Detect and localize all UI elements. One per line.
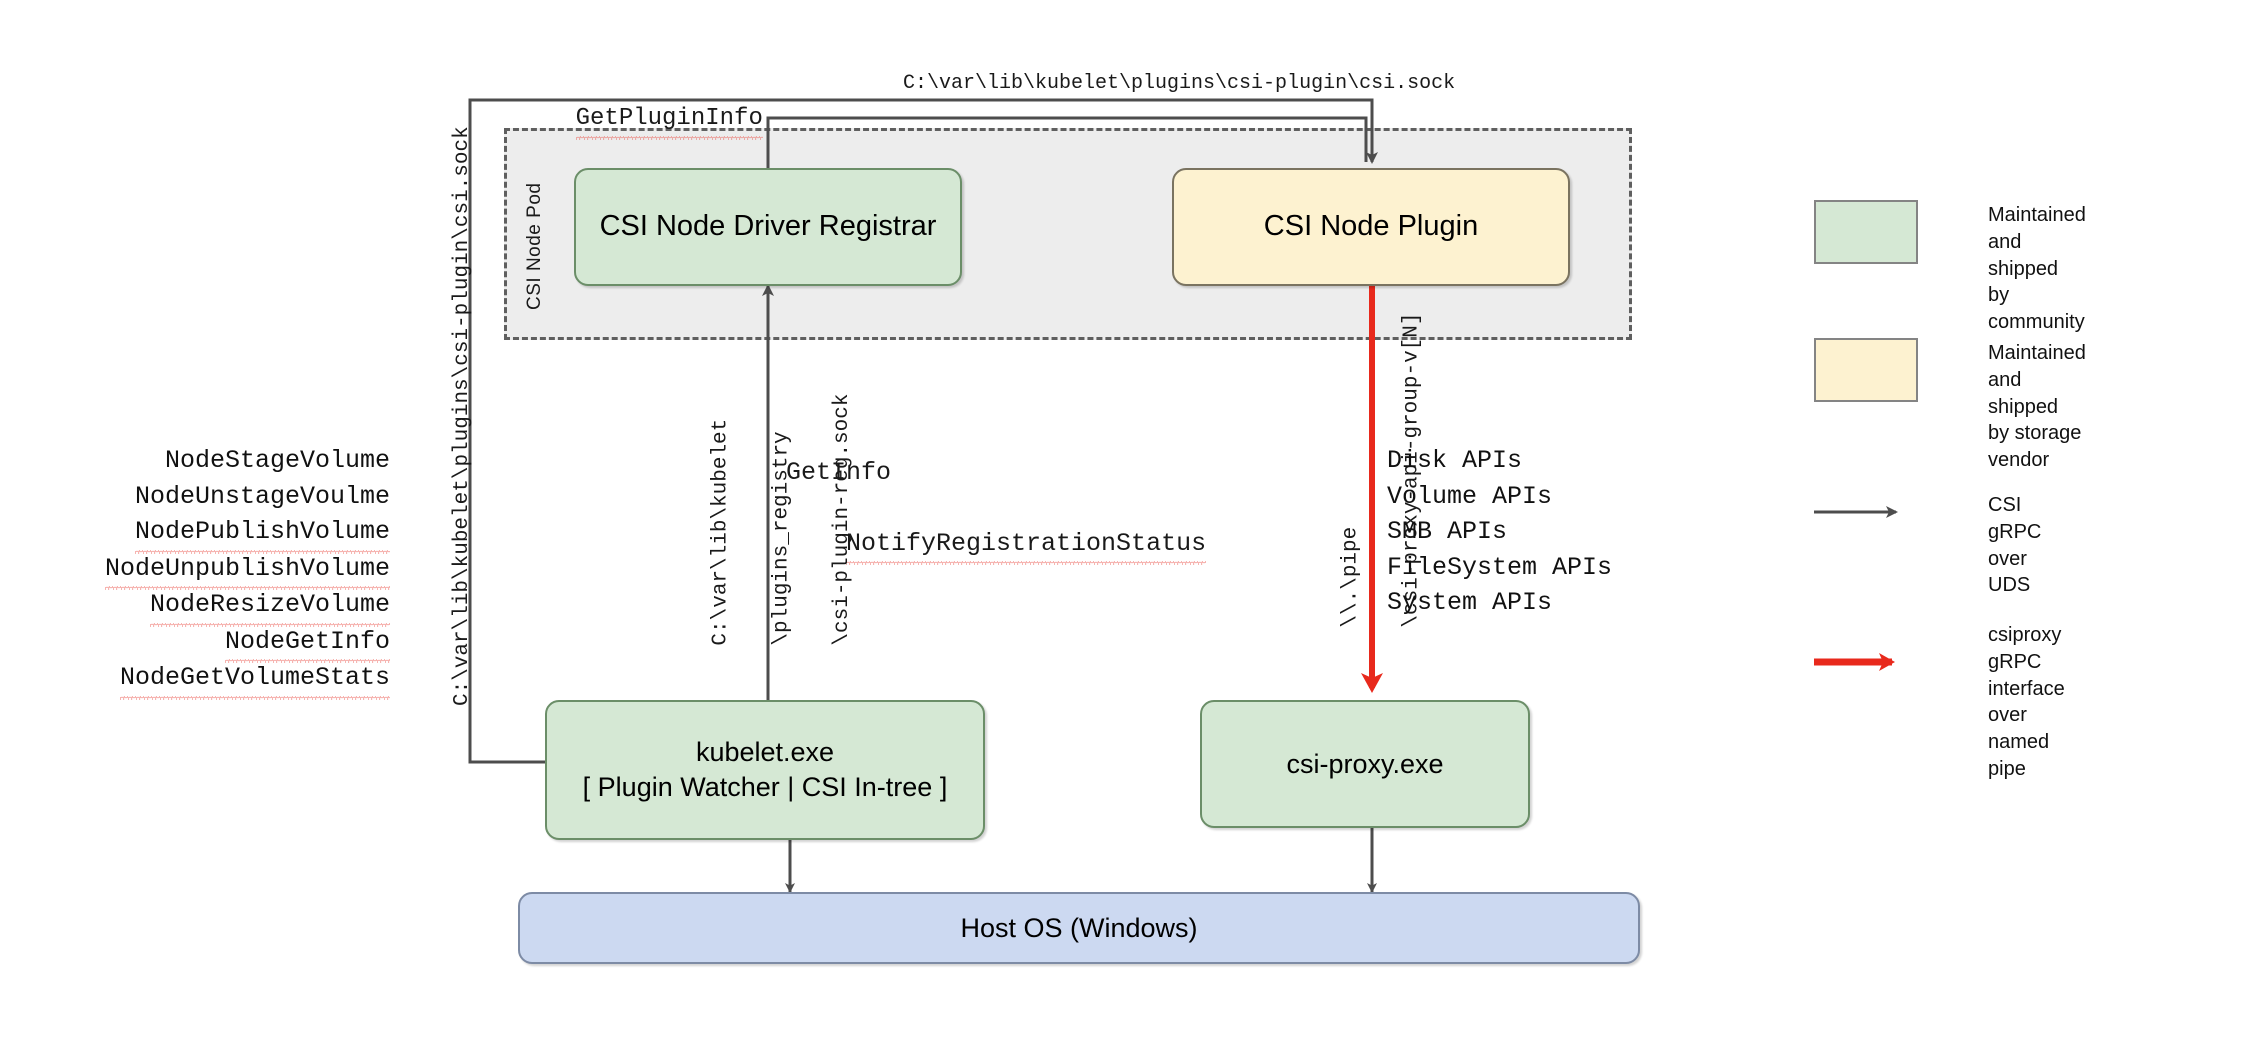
legend-arrow-gray-icon (1814, 490, 1918, 510)
legend-label-community: Maintained and shipped by community (1988, 204, 2086, 334)
csi-node-pod-label: CSI Node Pod (524, 182, 545, 310)
legend-item-community: Maintained and shipped by community (1814, 200, 2086, 336)
node-kubelet-exe[interactable]: kubelet.exe [ Plugin Watcher | CSI In-tr… (545, 700, 985, 840)
node-api-item: NodeUnstageVoulme (134, 481, 390, 511)
label-get-info: GetInfo (786, 458, 892, 487)
label-kubelet-csi-sock-vertical: C:\var\lib\kubelet\plugins\csi-plugin\cs… (451, 126, 474, 706)
legend-swatch-green (1814, 200, 1918, 264)
registry-line-2: \plugins_registry (770, 431, 794, 646)
node-api-item: NodePublishVolume (90, 514, 391, 553)
csiproxy-api-item: FileSystem APIs (1387, 552, 1613, 582)
legend-item-csiproxy-named-pipe: csiproxy gRPC interface over named pipe (1814, 620, 2065, 783)
csiproxy-api-item: Volume APIs (1387, 481, 1553, 511)
node-host-os[interactable]: Host OS (Windows) (518, 892, 1640, 964)
csiproxy-api-item: Disk APIs (1387, 446, 1523, 475)
node-api-item: NodeUnpublishVolume (90, 551, 391, 590)
legend-swatch-yellow (1814, 338, 1918, 402)
named-pipe-line-1: \\.\pipe (1339, 526, 1363, 628)
node-csi-proxy-exe[interactable]: csi-proxy.exe (1200, 700, 1530, 828)
legend-label-csiproxy-named-pipe: csiproxy gRPC interface over named pipe (1988, 624, 2065, 780)
label-notify-registration-status-text: NotifyRegistrationStatus (846, 526, 1207, 565)
csiproxy-api-item: System APIs (1387, 588, 1553, 617)
label-notify-registration-status: NotifyRegistrationStatus (786, 490, 1207, 598)
node-api-item: NodeStageVolume (164, 446, 390, 475)
legend-item-csi-grpc-uds: CSI gRPC over UDS (1814, 490, 2041, 599)
csiproxy-api-item: SMB APIs (1387, 517, 1508, 546)
node-api-item: NodeResizeVolume (90, 587, 391, 626)
legend-label-storage-vendor: Maintained and shipped by storage vendor (1988, 342, 2086, 472)
csiproxy-api-list: Disk APIs Volume APIs SMB APIs FileSyste… (1387, 443, 1612, 621)
label-get-plugin-info: GetPluginInfo (518, 68, 764, 171)
label-registry-sock-vertical: C:\var\lib\kubelet \plugins_registry \cs… (676, 394, 889, 696)
node-csi-node-plugin[interactable]: CSI Node Plugin (1172, 168, 1570, 286)
registry-line-1: C:\var\lib\kubelet (709, 418, 733, 646)
node-csi-node-driver-registrar[interactable]: CSI Node Driver Registrar (574, 168, 962, 286)
legend-label-csi-grpc-uds: CSI gRPC over UDS (1988, 494, 2042, 597)
node-api-item: NodeGetInfo (90, 624, 391, 663)
node-api-item: NodeGetVolumeStats (90, 660, 391, 699)
node-service-api-list: NodeStageVolume NodeUnstageVoulme NodePu… (90, 443, 391, 699)
registry-line-3: \csi-plugin-reg.sock (831, 393, 855, 646)
label-csi-sock-path: C:\var\lib\kubelet\plugins\csi-plugin\cs… (903, 72, 1456, 95)
label-get-plugin-info-text: GetPluginInfo (575, 102, 764, 141)
legend-arrow-red-icon (1814, 620, 1918, 640)
legend-item-storage-vendor: Maintained and shipped by storage vendor (1814, 338, 2086, 474)
